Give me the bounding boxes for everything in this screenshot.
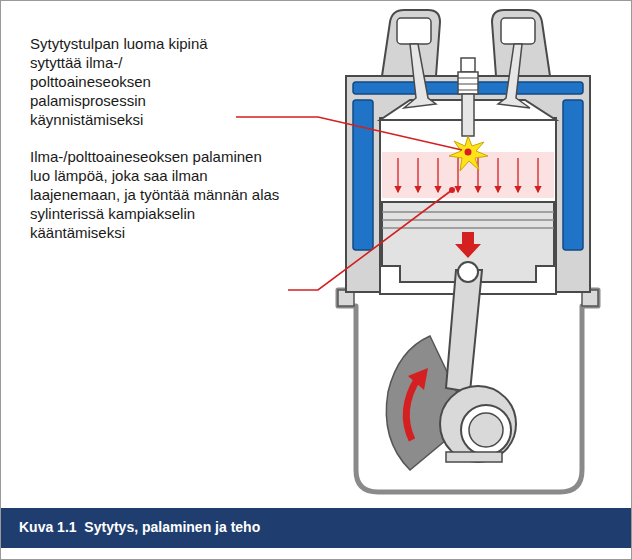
callout-text: Sytytystulpan luoma kipinä sytyttää ilma…: [30, 34, 235, 129]
callout-text: Ilma-/polttoaineseoksen palaminen luo lä…: [30, 147, 282, 242]
figure-caption: Kuva 1.1 Sytytys, palaminen ja teho: [19, 519, 260, 535]
caption-bar: Kuva 1.1 Sytytys, palaminen ja teho: [1, 508, 631, 548]
